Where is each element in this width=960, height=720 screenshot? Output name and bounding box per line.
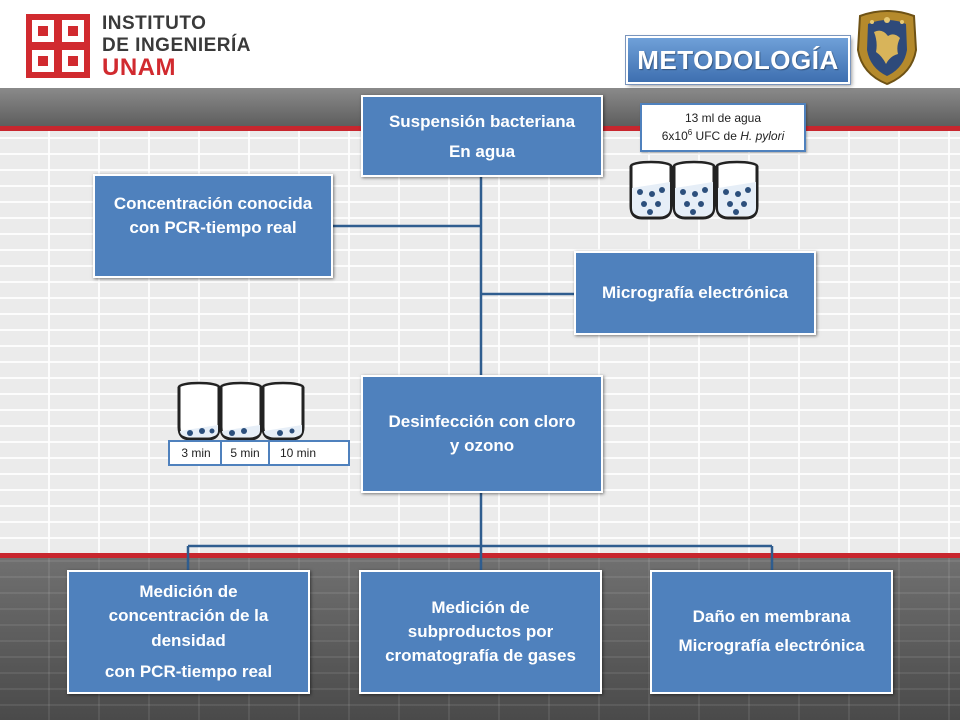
beaker-icon (219, 381, 263, 441)
beaker-icon (672, 160, 716, 220)
info-line-1: 13 ml de agua (684, 111, 762, 125)
beaker-icon (629, 160, 673, 220)
beaker-icon (261, 381, 305, 441)
institution-name-line-2: DE INGENIERÍA (102, 35, 252, 56)
sample-info-callout: 13 ml de agua 6x106 UFC de H. pylori (640, 103, 806, 152)
unam-seal-icon (856, 10, 918, 86)
box-medicion-concentracion: Medición de concentración de la densidad… (67, 570, 310, 694)
time-label-5-min: 5 min (220, 440, 270, 466)
box-subproductos-line-2: subproductos por (407, 621, 554, 641)
box-micrografia-electronica: Micrografía electrónica (574, 251, 816, 335)
institution-name-line-3: UNAM (102, 54, 176, 81)
box-suspension-line-2: En agua (448, 142, 516, 162)
box-suspension-line-1: Suspensión bacteriana (388, 112, 576, 131)
box-medicion-line-2: concentración de la (108, 606, 269, 626)
info-line-2: 6x106 UFC de H. pylori (661, 128, 785, 144)
box-concentracion-line-2: con PCR-tiempo real (129, 218, 297, 237)
box-medicion-line-4: con PCR-tiempo real (104, 661, 273, 681)
time-label-10-min: 10 min (268, 440, 350, 466)
box-concentracion-line-1: Concentración conocida (113, 194, 313, 214)
box-desinfeccion: Desinfección con cloro y ozono (361, 375, 603, 493)
beaker-icon (177, 381, 221, 441)
instituto-ingenieria-logo (26, 14, 90, 78)
box-dano-line-1: Daño en membrana (692, 607, 851, 627)
institution-name-line-1: INSTITUTO (102, 13, 207, 34)
beaker-icon (715, 160, 759, 220)
box-medicion-line-1: Medición de (139, 582, 238, 602)
box-desinfeccion-line-1: Desinfección con cloro (388, 412, 576, 432)
time-label-3-min: 3 min (168, 440, 224, 466)
box-concentracion-conocida: Concentración conocida con PCR-tiempo re… (93, 174, 333, 278)
box-subproductos-line-3: cromatografía de gases (385, 646, 576, 666)
box-suspension-bacteriana: Suspensión bacteriana En agua (361, 95, 603, 177)
box-dano-line-2: Micrografía electrónica (678, 636, 865, 655)
box-subproductos-line-1: Medición de (431, 597, 530, 617)
box-micrografia-label: Micrografía electrónica (601, 283, 789, 303)
box-medicion-line-3: densidad (151, 630, 226, 650)
box-dano-membrana: Daño en membrana Micrografía electrónica (650, 570, 893, 694)
slide-title: METODOLOGÍA (626, 36, 850, 84)
box-medicion-subproductos: Medición de subproductos por cromatograf… (359, 570, 602, 694)
box-desinfeccion-line-2: y ozono (449, 436, 515, 455)
